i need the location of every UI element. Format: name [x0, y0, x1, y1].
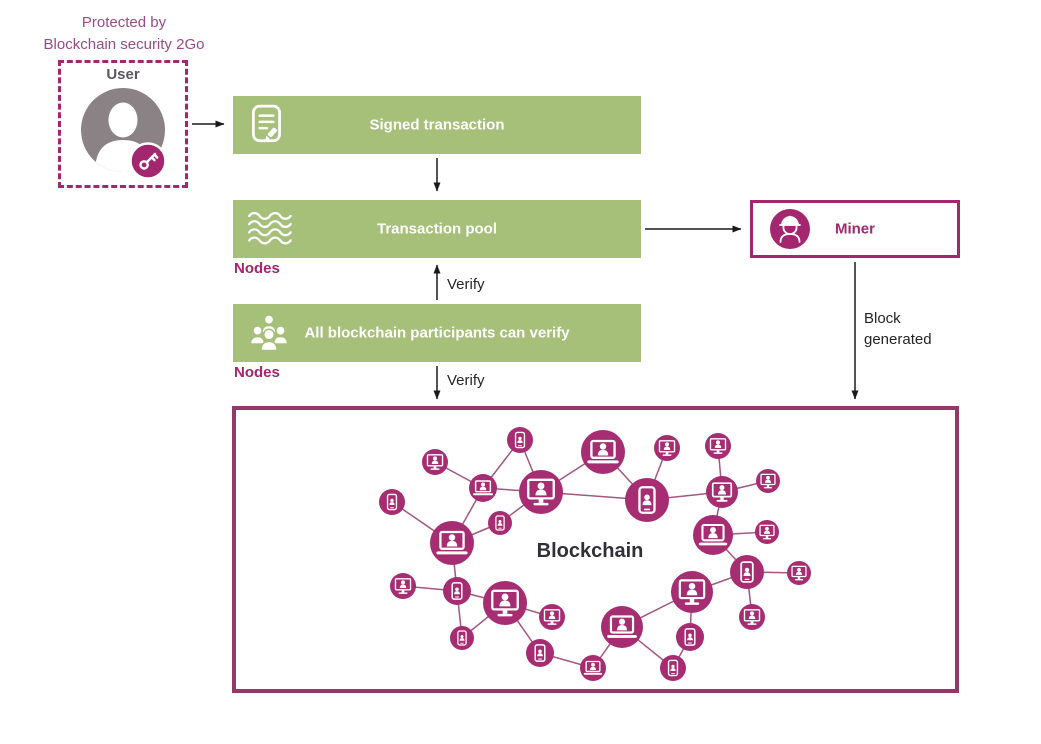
network-node-laptop: [581, 430, 625, 474]
blockchain-label: Blockchain: [536, 540, 644, 562]
network-node-monitor: [422, 449, 448, 475]
network-node-monitor: [483, 581, 527, 625]
nodes-caption-pool: Nodes: [234, 260, 280, 277]
participants-label: All blockchain participants can verify: [304, 324, 570, 342]
miner-icon: [770, 209, 810, 249]
blockchain-box: Blockchain: [232, 406, 959, 693]
waves-icon: [248, 211, 292, 245]
network-node-monitor: [390, 573, 416, 599]
nodes-caption-participants: Nodes: [234, 364, 280, 381]
block-generated-label: Block generated: [864, 310, 932, 348]
network-node-monitor: [756, 469, 780, 493]
network-node-laptop: [693, 515, 733, 555]
signed-document-icon: [252, 104, 281, 143]
miner-box: Miner: [750, 200, 960, 258]
network-node-phone: [625, 478, 669, 522]
key-icon: [129, 142, 167, 180]
network-node-phone: [450, 626, 474, 650]
blockchain-network: [379, 427, 811, 681]
network-node-monitor: [705, 433, 731, 459]
protected-by-caption: Protected by Blockchain security 2Go: [8, 12, 240, 56]
verify-up-label: Verify: [447, 276, 485, 293]
network-node-phone: [507, 427, 533, 453]
signed-transaction-box: Signed transaction: [233, 96, 641, 154]
transaction-pool-label: Transaction pool: [376, 220, 497, 238]
user-box: User: [58, 60, 188, 188]
network-node-monitor: [706, 476, 738, 508]
network-node-monitor: [755, 520, 779, 544]
network-node-phone: [488, 511, 512, 535]
network-node-monitor: [739, 604, 765, 630]
transaction-pool-box: Transaction pool: [233, 200, 641, 258]
network-node-laptop: [469, 474, 497, 502]
people-group-icon: [249, 314, 289, 352]
network-node-monitor: [654, 435, 680, 461]
network-node-monitor: [787, 561, 811, 585]
network-node-monitor: [671, 571, 713, 613]
miner-label: Miner: [834, 220, 875, 238]
verify-down-label: Verify: [447, 372, 485, 389]
user-label: User: [106, 66, 140, 83]
user-avatar-icon: [81, 88, 167, 180]
network-node-phone: [730, 555, 764, 589]
signed-transaction-label: Signed transaction: [369, 116, 505, 134]
network-node-phone: [379, 489, 405, 515]
network-node-phone: [676, 623, 704, 651]
network-node-phone: [443, 577, 471, 605]
network-node-laptop: [580, 655, 606, 681]
network-node-laptop: [601, 606, 643, 648]
network-node-phone: [526, 639, 554, 667]
network-node-monitor: [519, 470, 563, 514]
network-node-phone: [660, 655, 686, 681]
protected-by-line2: Blockchain security 2Go: [43, 36, 205, 53]
network-node-monitor: [539, 604, 565, 630]
protected-by-line1: Protected by: [81, 14, 167, 31]
network-node-laptop: [430, 521, 474, 565]
participants-box: All blockchain participants can verify: [233, 304, 641, 362]
